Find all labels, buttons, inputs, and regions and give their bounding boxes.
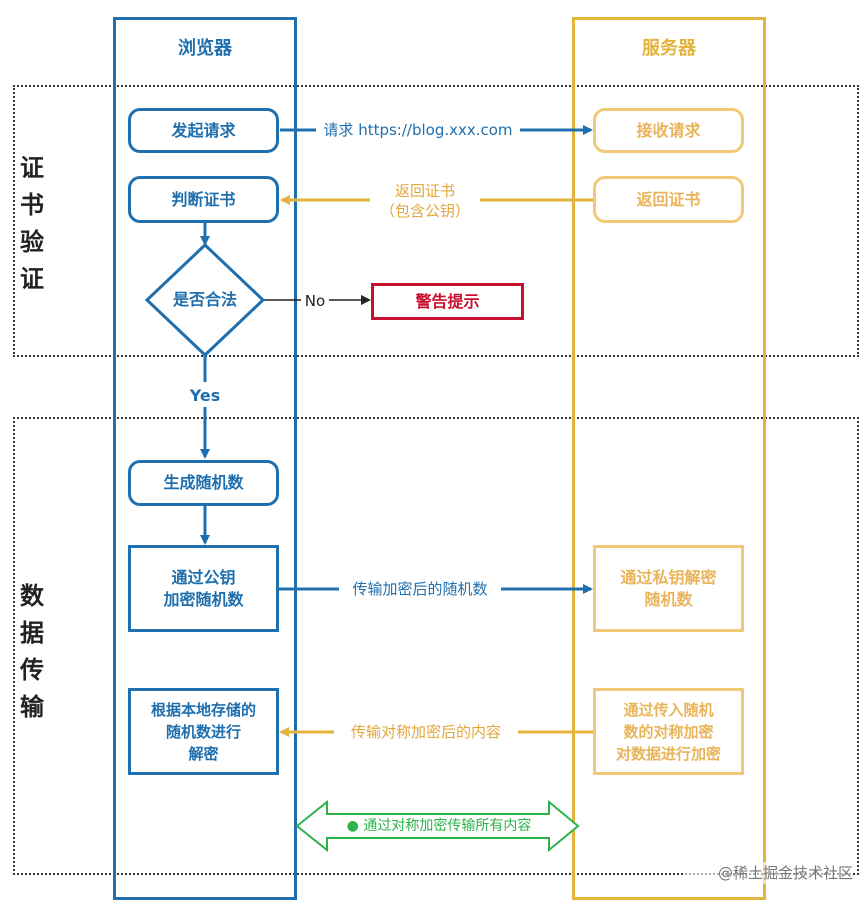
all-symmetric-label: ● 通过对称加密传输所有内容 bbox=[346, 818, 532, 834]
send-sym-content-label: 传输对称加密后的内容 bbox=[334, 722, 518, 742]
encrypt-pubkey-node: 通过公钥 加密随机数 bbox=[128, 545, 279, 632]
check-cert-node: 判断证书 bbox=[128, 176, 279, 223]
data-section-label: 数 据 传 输 bbox=[20, 582, 44, 721]
server-lane bbox=[572, 17, 766, 900]
encrypt-symmetric-node: 通过传入随机 数的对称加密 对数据进行加密 bbox=[593, 688, 744, 775]
yes-label: Yes bbox=[182, 386, 228, 406]
decrypt-private-node: 通过私钥解密 随机数 bbox=[593, 545, 744, 632]
cert-section-label: 证 书 验 证 bbox=[20, 154, 44, 293]
send-encrypted-random-label: 传输加密后的随机数 bbox=[339, 579, 501, 599]
data-section-frame bbox=[13, 417, 859, 875]
warning-node: 警告提示 bbox=[371, 283, 524, 320]
request-url-label: 请求 https://blog.xxx.com bbox=[316, 120, 520, 140]
valid-decision-diamond bbox=[144, 242, 266, 358]
decrypt-local-node: 根据本地存储的 随机数进行 解密 bbox=[128, 688, 279, 775]
cert-section-frame bbox=[13, 85, 859, 357]
server-lane-title: 服务器 bbox=[642, 38, 696, 59]
gen-random-node: 生成随机数 bbox=[128, 460, 279, 506]
is-valid-label: 是否合法 bbox=[172, 290, 237, 309]
symmetric-double-arrow bbox=[295, 799, 580, 853]
return-cert-label: 返回证书 （包含公钥） bbox=[370, 181, 480, 221]
return-cert-node: 返回证书 bbox=[593, 176, 744, 223]
browser-lane-title: 浏览器 bbox=[178, 38, 232, 59]
watermark: @稀土掘金技术社区 bbox=[683, 862, 853, 884]
no-label: No bbox=[301, 291, 329, 311]
send-request-node: 发起请求 bbox=[128, 108, 279, 153]
receive-request-node: 接收请求 bbox=[593, 108, 744, 153]
browser-lane bbox=[113, 17, 297, 900]
